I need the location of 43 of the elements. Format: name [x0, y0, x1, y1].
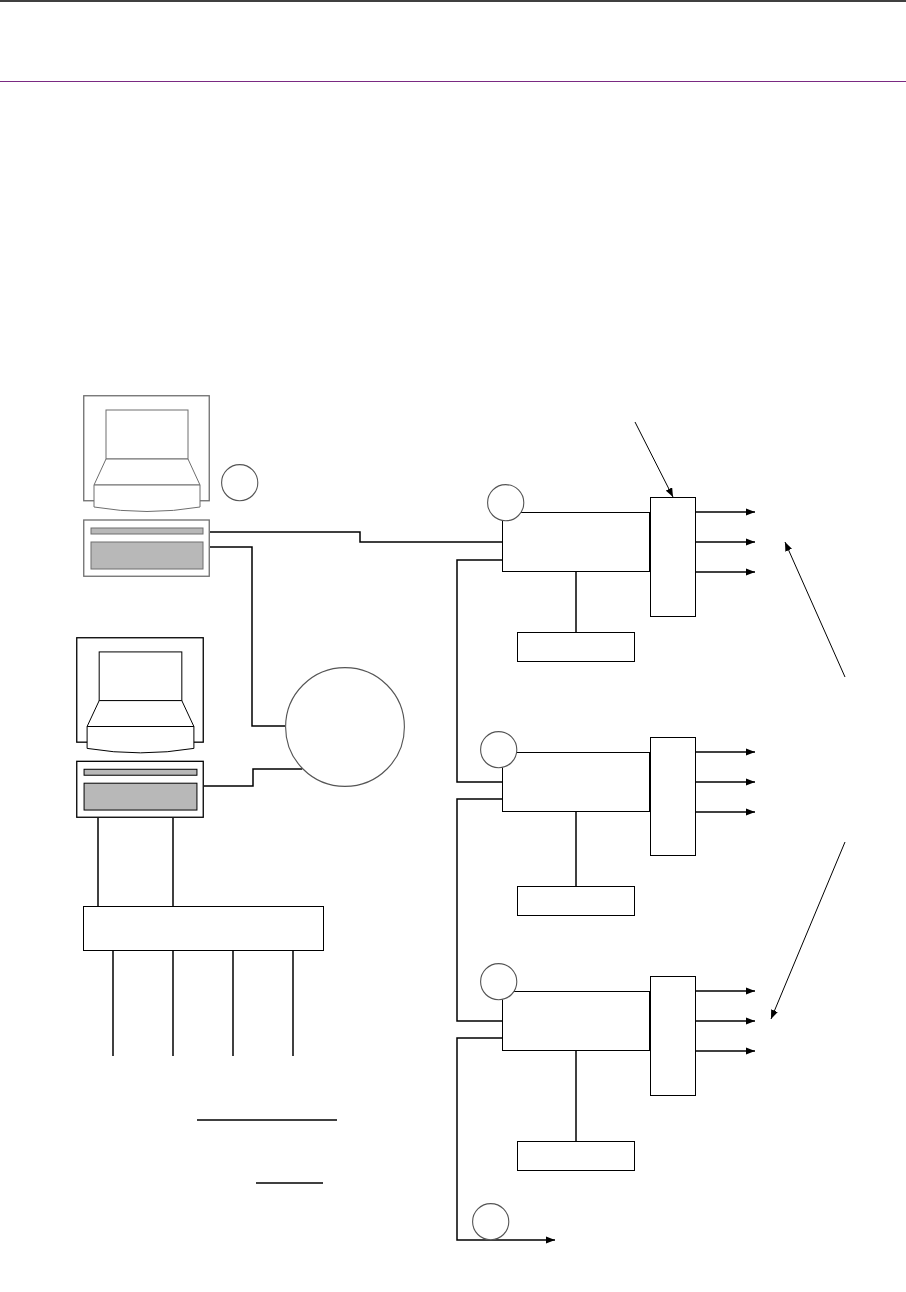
- connector-line: [172, 950, 174, 1057]
- wide-box: [83, 906, 324, 951]
- arrow: [695, 538, 756, 546]
- desktop-computer-drawing: [83, 395, 210, 577]
- connector-line: [209, 531, 503, 543]
- connector-line: [112, 950, 114, 1057]
- connector-line: [209, 546, 286, 727]
- process-box: [502, 512, 650, 572]
- small-circle: [480, 963, 518, 1001]
- arrow: [695, 508, 756, 516]
- arrow: [695, 1047, 756, 1055]
- connector-line: [203, 768, 303, 787]
- arrow: [695, 987, 756, 995]
- output-box: [650, 497, 696, 617]
- arrow: [695, 808, 756, 816]
- connector-line: [292, 950, 294, 1057]
- arrow: [695, 1017, 756, 1025]
- sub-box: [517, 1141, 635, 1171]
- connector-line: [575, 811, 577, 887]
- connector-line: [456, 798, 503, 1022]
- small-circle: [221, 464, 259, 502]
- desktop-computer-drawing: [76, 637, 204, 818]
- sub-box: [517, 886, 635, 916]
- arrow: [456, 1037, 556, 1244]
- connector-line: [456, 559, 503, 783]
- connector-line: [575, 571, 577, 633]
- output-box: [650, 976, 696, 1096]
- output-box: [650, 737, 696, 856]
- arrow: [695, 778, 756, 786]
- connector-line: [172, 817, 174, 907]
- small-circle: [487, 484, 525, 522]
- connector-line: [232, 950, 234, 1057]
- connector-line: [575, 1050, 577, 1142]
- connector-line: [97, 817, 99, 907]
- leader-arrow: [634, 421, 674, 498]
- process-box: [502, 991, 650, 1051]
- sub-box: [517, 632, 635, 662]
- arrow: [695, 748, 756, 756]
- small-circle: [480, 731, 518, 769]
- small-circle: [472, 1203, 510, 1241]
- process-box: [502, 752, 650, 812]
- arrow: [695, 568, 756, 576]
- large-circle: [285, 667, 405, 787]
